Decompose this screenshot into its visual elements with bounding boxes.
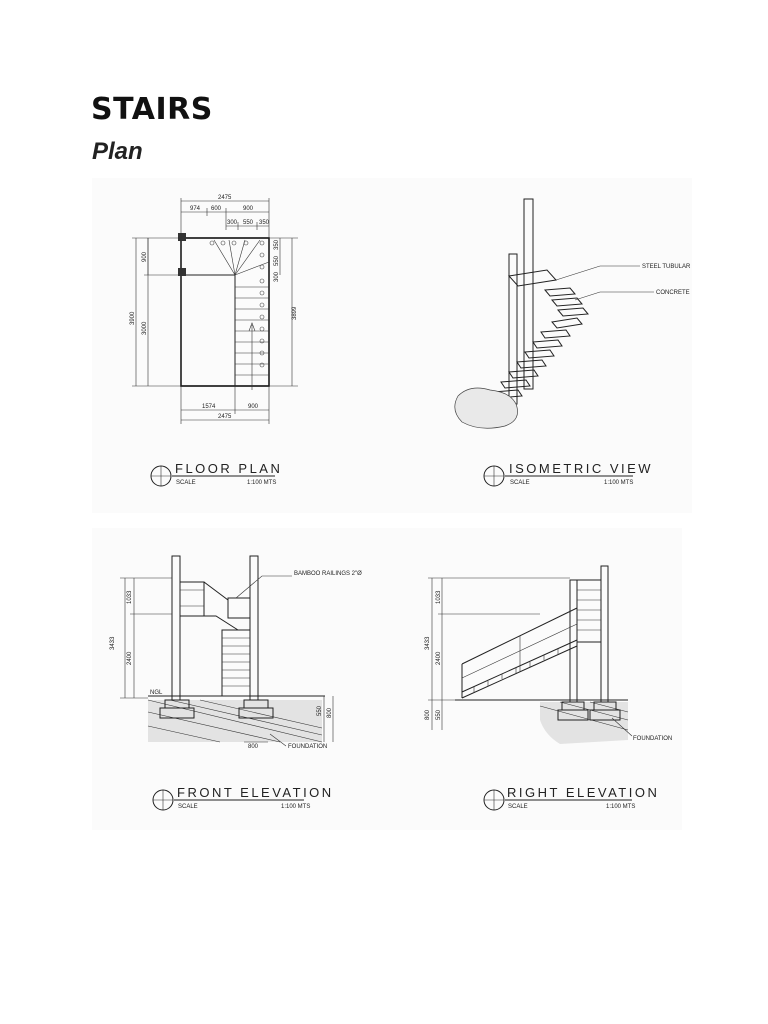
right-elevation-drawing: 3433 1033 2400 800 550 FOUNDATION [425, 565, 672, 744]
right-dim-upper: 1033 [436, 590, 442, 604]
lower-sheet-bg [92, 528, 682, 830]
right-note-foundation: FOUNDATION [633, 736, 672, 742]
dim-bottom-b: 900 [248, 404, 259, 410]
right-dim-total: 3433 [425, 636, 431, 650]
page-subtitle: Plan [92, 138, 143, 165]
post-mid [178, 268, 186, 276]
front-note-foundation: FOUNDATION [288, 744, 327, 750]
dim-top-d: 300 [227, 220, 238, 226]
post-top [178, 233, 186, 241]
dim-top-total: 2475 [218, 195, 232, 201]
dim-top-b: 600 [211, 206, 222, 212]
dim-top-f: 350 [259, 220, 270, 226]
floor-plan-title-block: FLOOR PLAN SCALE 1:100 MTS [150, 461, 282, 487]
dim-right-a: 350 [274, 239, 280, 250]
note-concrete: CONCRETE [656, 290, 690, 296]
right-dim-f1: 800 [425, 709, 431, 720]
dim-left-outer: 3900 [130, 311, 136, 325]
front-elevation-scale-value: 1:100 MTS [281, 804, 310, 810]
floor-plan-drawing: 2475 974 600 900 300 550 350 3900 3000 9… [130, 195, 298, 424]
upper-sheet-bg [92, 178, 692, 513]
front-elevation-label: FRONT ELEVATION [177, 785, 334, 800]
dim-top-c: 900 [243, 206, 254, 212]
dim-top-e: 550 [243, 220, 254, 226]
front-dim-f1: 550 [317, 705, 323, 716]
floor-plan-scale-label: SCALE [176, 480, 196, 486]
dim-top-a: 974 [190, 206, 201, 212]
front-dim-lower: 2400 [127, 651, 133, 665]
isometric-drawing: STEEL TUBULAR CONCRETE [454, 198, 691, 429]
page-title: STAIRS [91, 92, 213, 127]
isometric-title-block: ISOMETRIC VIEW SCALE 1:100 MTS [483, 461, 653, 487]
front-dim-total: 3433 [110, 636, 116, 650]
isometric-label: ISOMETRIC VIEW [509, 461, 653, 476]
dim-left-top: 900 [142, 251, 148, 262]
right-elevation-title-block: RIGHT ELEVATION SCALE 1:100 MTS [483, 785, 659, 811]
right-dim-lower: 2400 [436, 651, 442, 665]
front-elevation-scale-label: SCALE [178, 804, 198, 810]
front-note-ngl: NGL [150, 690, 163, 696]
note-bamboo-railings: BAMBOO RAILINGS 2"Ø [294, 571, 362, 577]
dim-bottom-total: 2475 [218, 414, 232, 420]
front-dim-footing: 800 [248, 744, 259, 750]
right-elevation-scale-value: 1:100 MTS [606, 804, 635, 810]
front-elevation-drawing: 3433 1033 2400 550 800 800 NGL BAMBOO RA… [110, 555, 362, 750]
dim-right-total: 3899 [292, 306, 298, 320]
front-dim-f2: 800 [327, 707, 333, 718]
floor-plan-label: FLOOR PLAN [175, 461, 282, 476]
right-elevation-label: RIGHT ELEVATION [507, 785, 659, 800]
dim-right-b: 550 [274, 255, 280, 266]
front-dim-upper: 1033 [127, 590, 133, 604]
dim-bottom-a: 1574 [202, 404, 216, 410]
note-steel-tubular: STEEL TUBULAR [642, 264, 691, 270]
floor-plan-scale-value: 1:100 MTS [247, 480, 276, 486]
dim-right-c: 300 [274, 271, 280, 282]
isometric-scale-label: SCALE [510, 480, 530, 486]
front-elevation-title-block: FRONT ELEVATION SCALE 1:100 MTS [152, 785, 334, 811]
dim-left-inner: 3000 [142, 321, 148, 335]
right-dim-f2: 550 [436, 709, 442, 720]
isometric-scale-value: 1:100 MTS [604, 480, 633, 486]
right-elevation-scale-label: SCALE [508, 804, 528, 810]
